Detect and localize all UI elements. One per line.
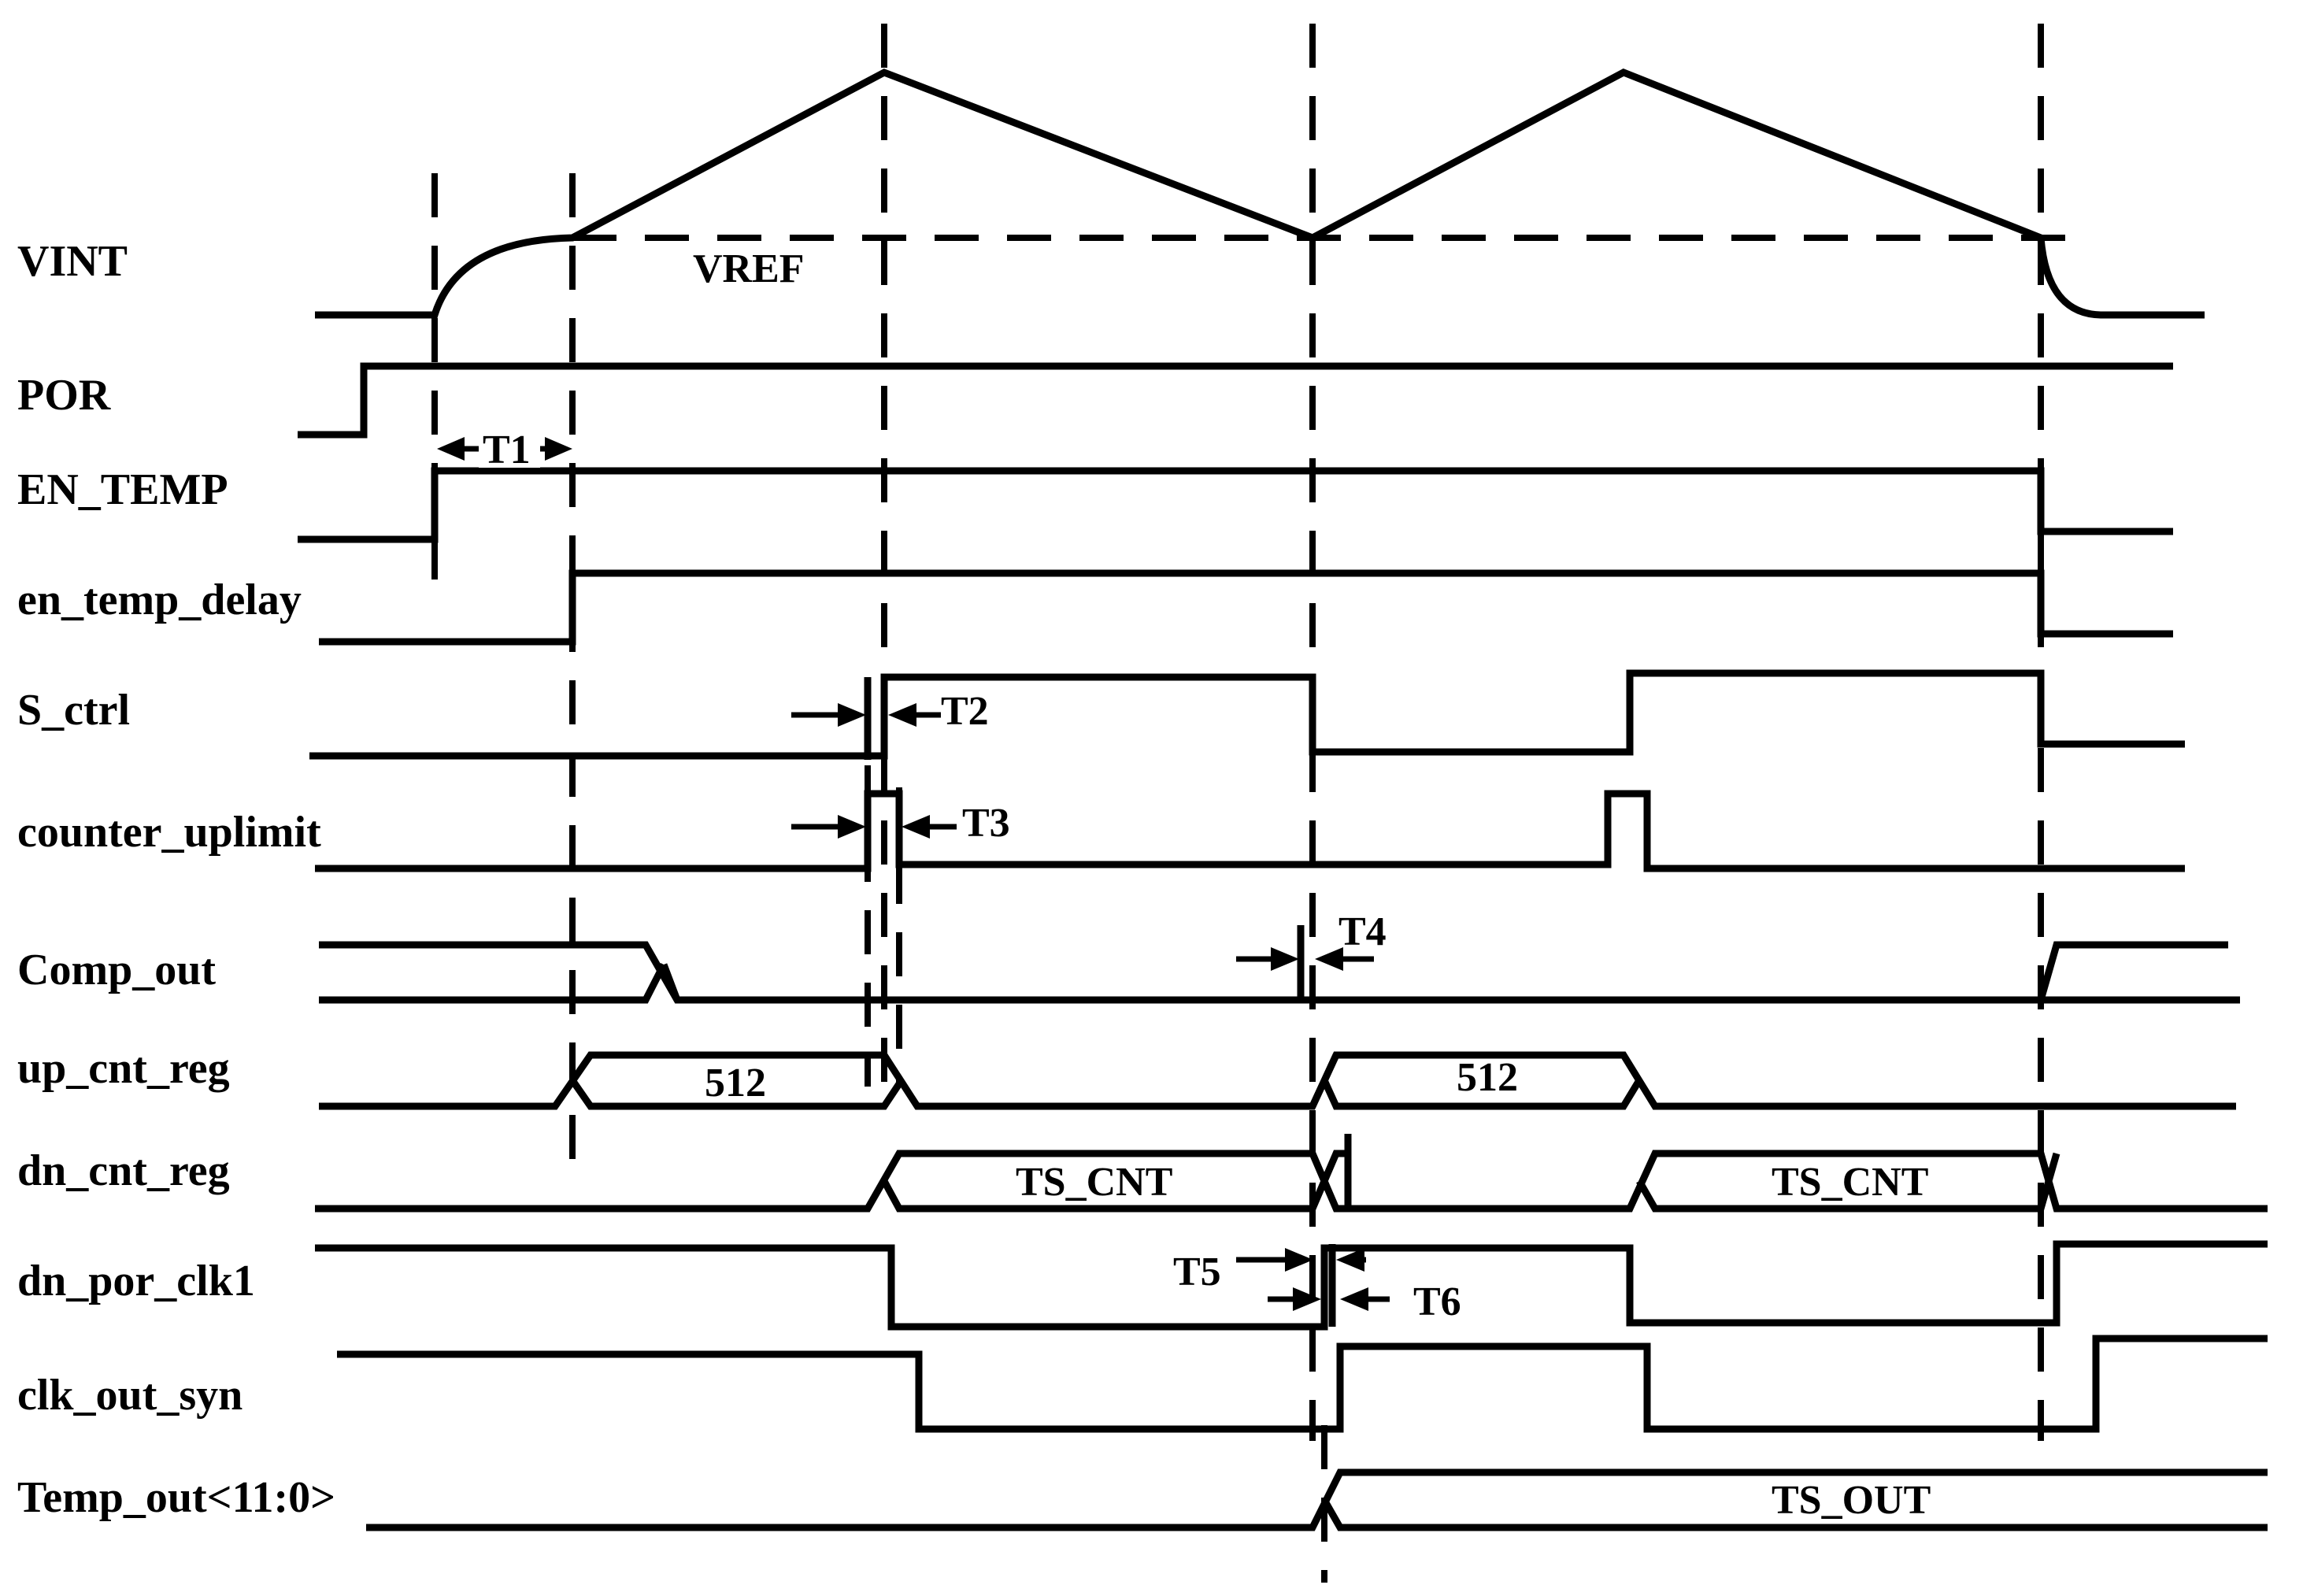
signal-label-dn-cnt-reg: dn_cnt_reg [17,1146,230,1195]
t3-arrow-right-head [902,815,930,839]
t5-arrow-head [1285,1248,1313,1272]
signal-label-por: POR [17,371,111,420]
up-cnt-value-2: 512 [1457,1055,1518,1100]
waveform-up-cnt-reg-bus-2 [1309,1054,1642,1110]
waveform-en-temp [298,467,2173,543]
waveform-vint [315,69,2205,319]
t3-arrow-left-head [838,815,866,839]
signal-label-counter-uplimit: counter_uplimit [17,808,321,857]
t3-label: T3 [962,801,1010,846]
signal-label-vint: VINT [17,237,128,286]
waveform-clk-out-syn [337,1335,2268,1433]
signal-label-temp-out: Temp_out<11:0> [17,1473,335,1522]
signal-label-dn-por-clk1: dn_por_clk1 [17,1257,255,1305]
waveform-dn-por-clk1 [315,1240,2268,1331]
waveform-counter-uplimit [315,790,2185,872]
t1-arrow-right [545,437,572,461]
signal-label-clk-out-syn: clk_out_syn [17,1371,243,1420]
t1-arrow-left [437,437,465,461]
waveform-dn-cnt-reg [315,1150,2268,1213]
waveform-comp-out-lower [319,962,2240,1004]
t2-arrow-right-head [888,703,916,727]
t6-arrow-upper-head [1336,1248,1364,1272]
signal-label-s-ctrl: S_ctrl [17,686,130,735]
t4-arrow-left-head [1271,947,1299,971]
t5-label: T5 [1173,1250,1221,1294]
t1-label: T1 [483,428,531,472]
temp-out-value: TS_OUT [1772,1478,1931,1523]
t2-label: T2 [941,689,989,734]
vref-label: VREF [693,246,805,291]
up-cnt-value-1: 512 [705,1061,766,1105]
waveform-temp-out [366,1468,2268,1531]
t1-label-bg [479,425,540,468]
signal-label-en-temp: EN_TEMP [17,465,228,514]
t5-arrow-lower-head [1293,1287,1321,1311]
signal-label-en-temp-delay: en_temp_delay [17,576,302,624]
waveform-comp-out-upper [319,941,2228,1004]
waveform-por [298,362,2173,439]
t4-label: T4 [1338,909,1387,954]
t6-label: T6 [1413,1279,1461,1324]
dn-cnt-value-1: TS_CNT [1016,1160,1172,1205]
waveform-up-cnt-reg [319,1051,2236,1110]
t6-arrow-head [1340,1287,1368,1311]
t4-arrow-right-head [1315,947,1343,971]
dn-cnt-value-2: TS_CNT [1772,1160,1928,1205]
waveform-s-ctrl [309,669,2185,760]
signal-label-comp-out: Comp_out [17,946,216,994]
signal-label-up-cnt-reg: up_cnt_reg [17,1044,230,1093]
waveform-en-temp-delay [319,569,2173,646]
t2-arrow-left-head [838,703,866,727]
